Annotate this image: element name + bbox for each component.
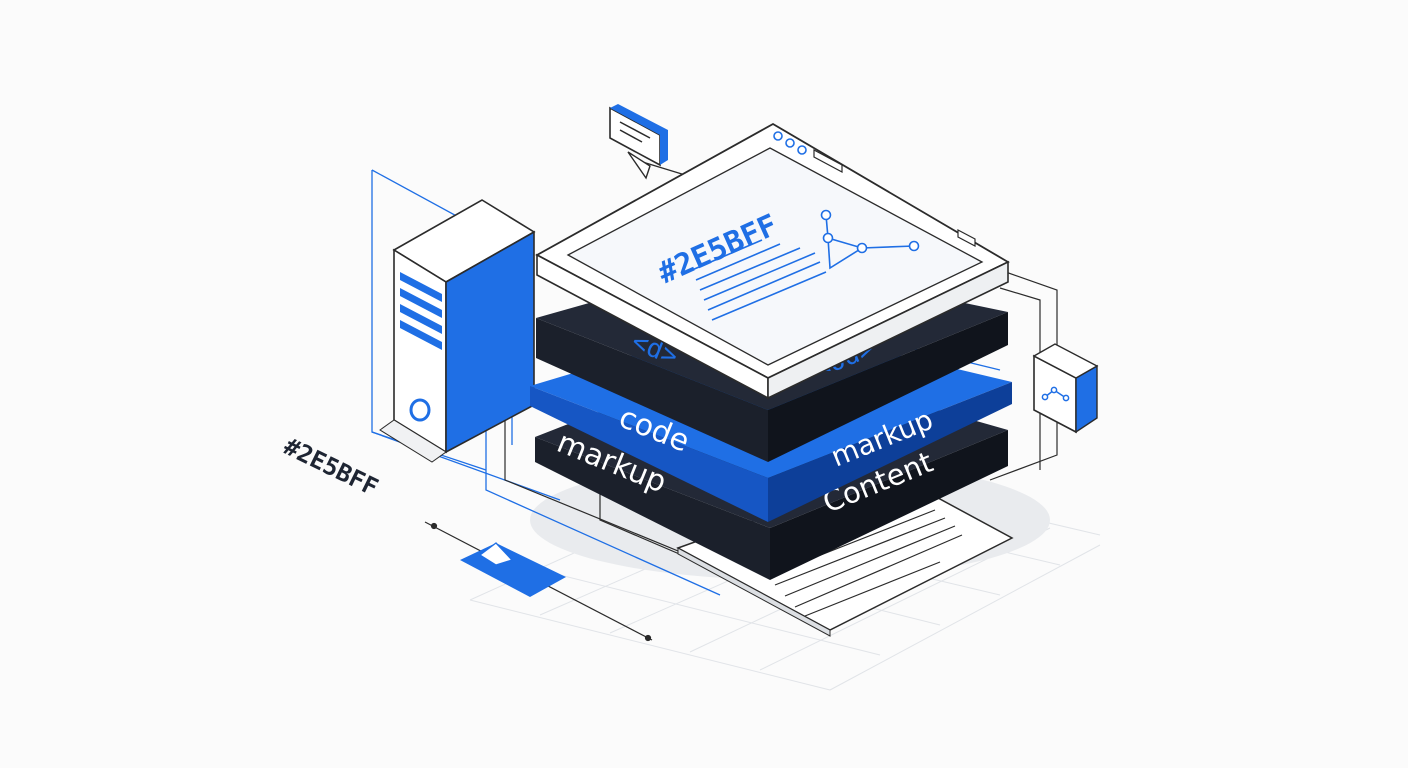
side-chart-card [1032, 343, 1099, 434]
line-graph-icon [820, 209, 920, 270]
side-hex-label: #2E5BFF [279, 432, 382, 502]
chat-bubble-icon [609, 104, 668, 180]
server-tower [379, 199, 536, 463]
address-bar [813, 148, 843, 174]
text-lines [691, 239, 827, 321]
node-graph-icon [1041, 386, 1070, 402]
browser-window: #2E5BFF [535, 122, 1010, 400]
paper-document [676, 471, 1014, 637]
window-controls-icon [773, 131, 807, 155]
server-power-icon [409, 398, 431, 422]
blue-marker-flag [460, 542, 566, 597]
server-vent-icon [400, 272, 442, 350]
scroll-indicator [957, 229, 976, 247]
